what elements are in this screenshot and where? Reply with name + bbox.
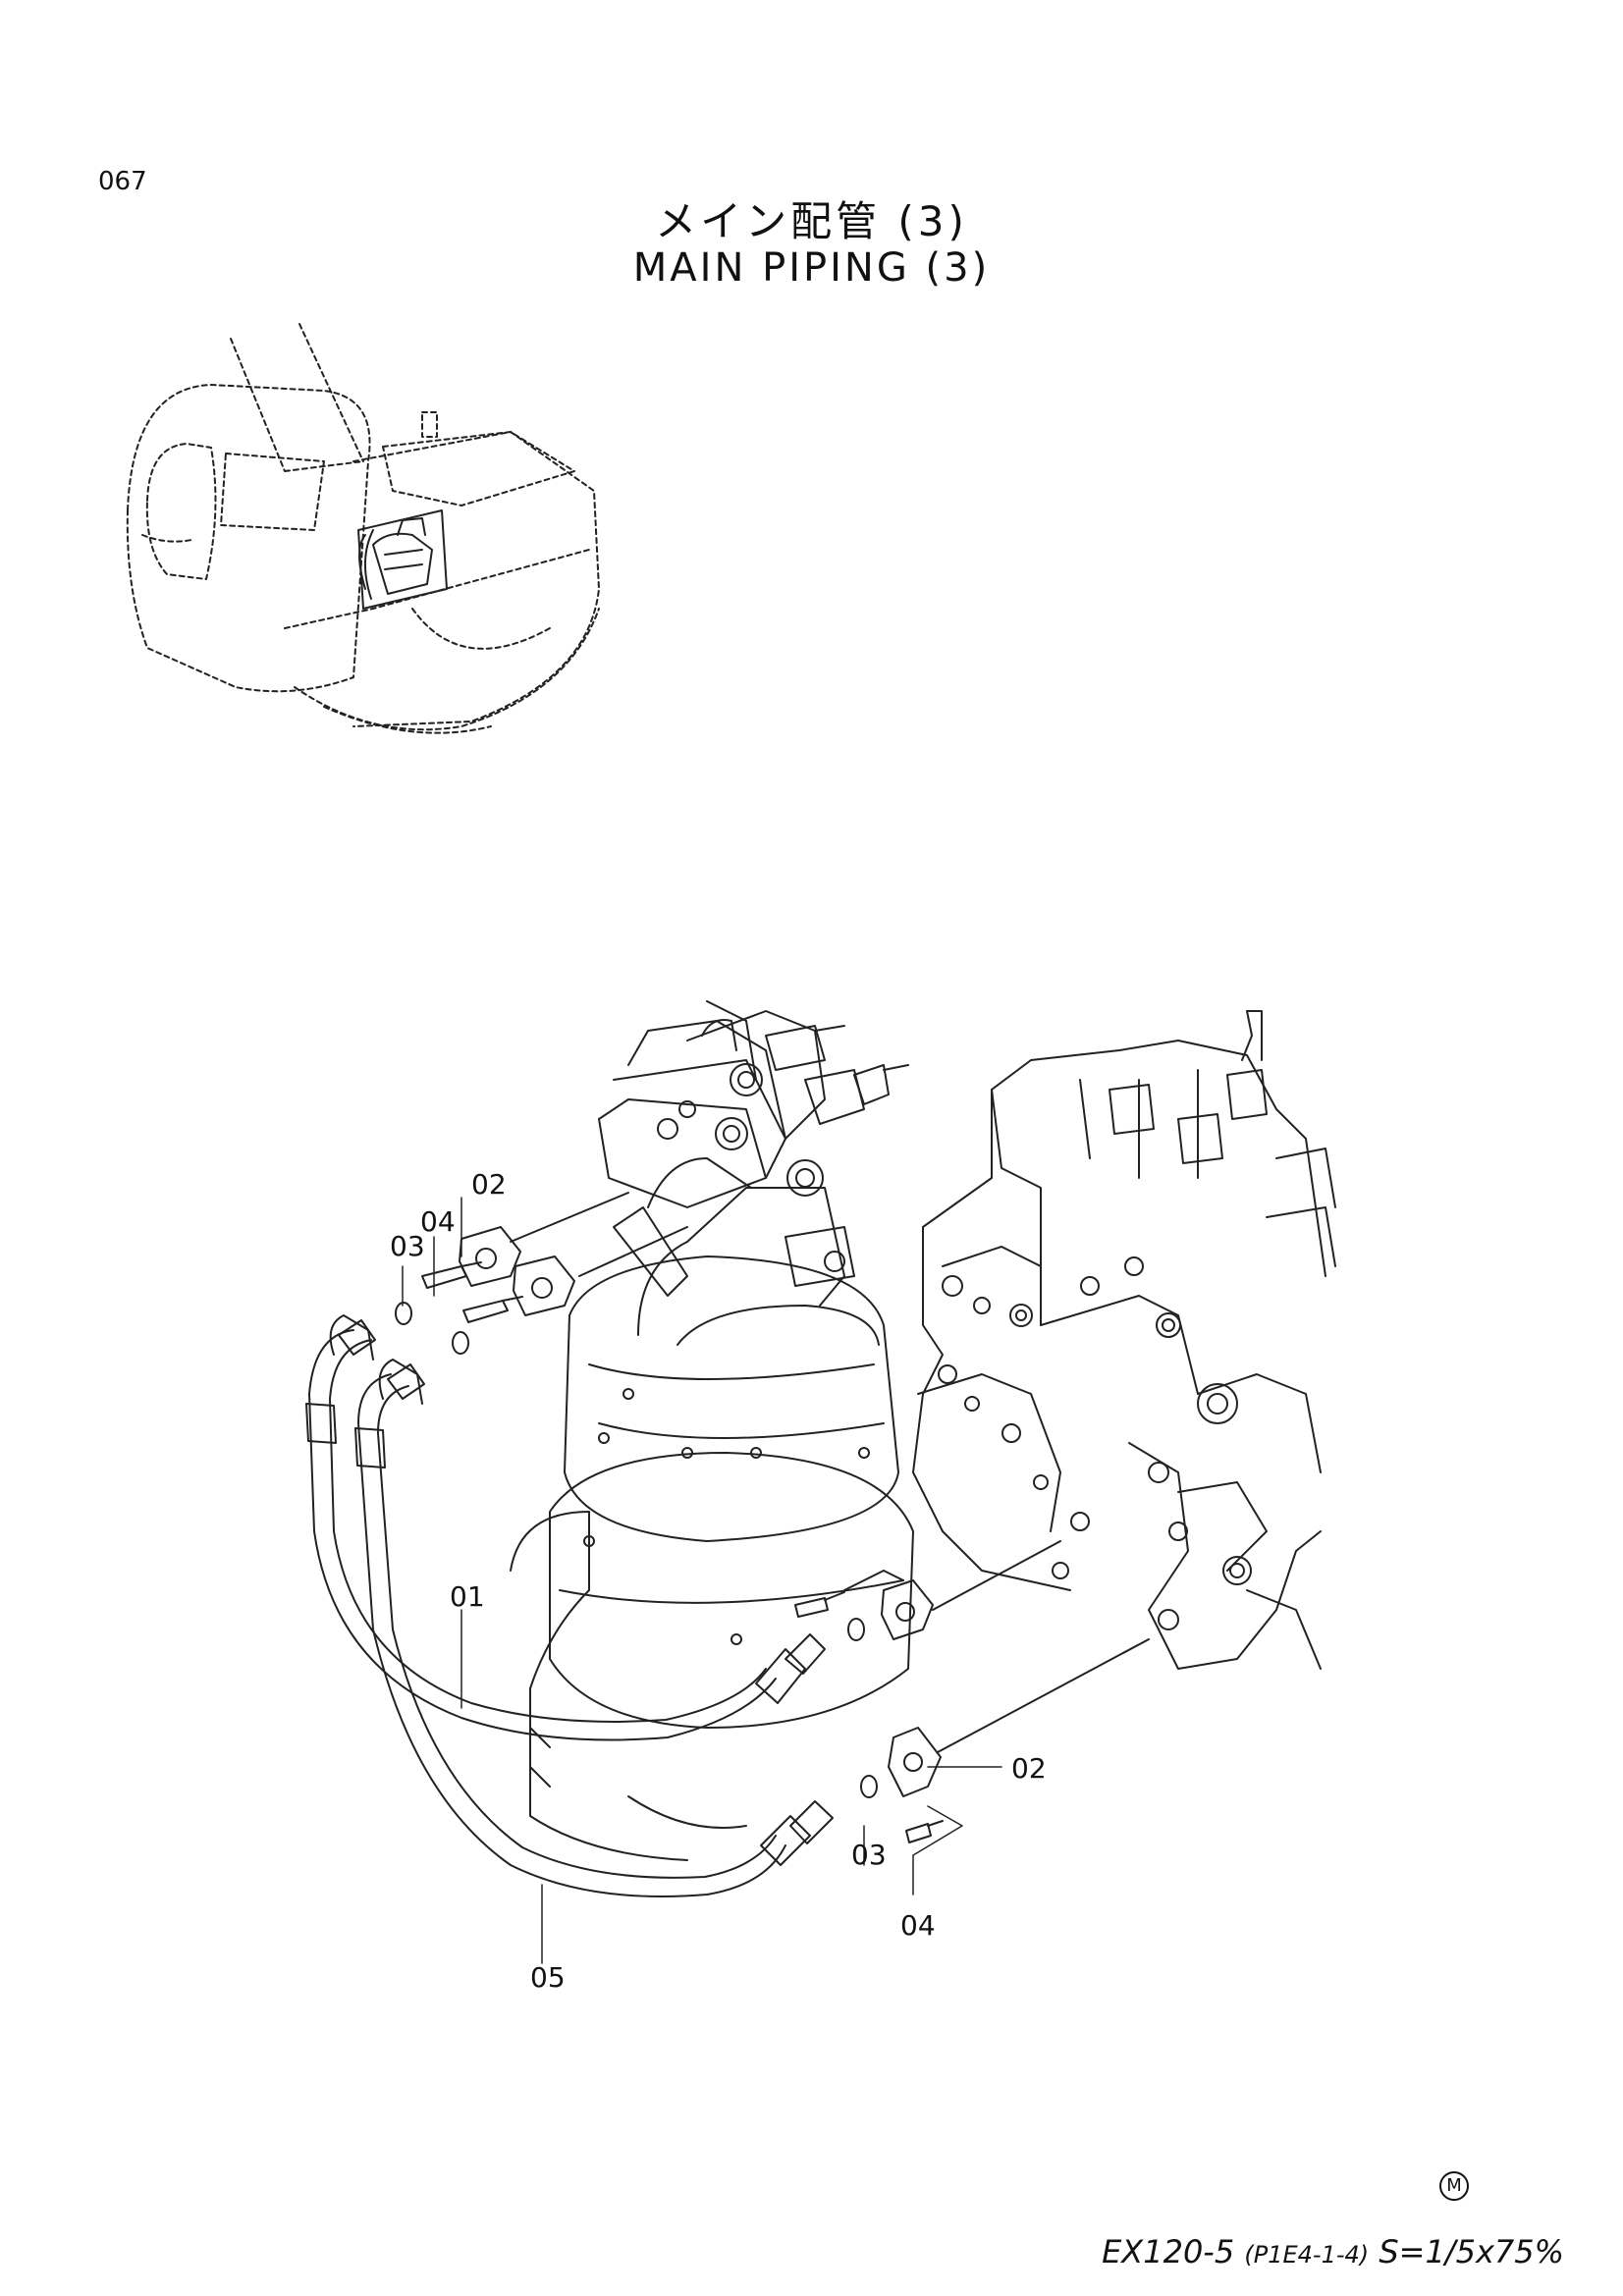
scale-info: S=1/5x75% xyxy=(1379,2233,1564,2270)
page-number: 067 xyxy=(98,167,147,196)
callout-04-bottom: 04 xyxy=(900,1909,936,1942)
leader-lines xyxy=(402,1197,1002,1964)
drawing-code: (P1E4-1-4) xyxy=(1244,2241,1370,2269)
swing-motor-drawing xyxy=(510,1000,914,1861)
page-title-english: MAIN PIPING (3) xyxy=(632,245,991,291)
hose-01 xyxy=(308,1329,777,1741)
control-valve-drawing xyxy=(912,1010,1336,1670)
model-name: EX120-5 xyxy=(1102,2233,1235,2270)
upper-fittings xyxy=(395,1192,688,1355)
callout-04-top: 04 xyxy=(420,1205,456,1238)
page-title-japanese: メイン配管 (3) xyxy=(655,197,968,245)
callout-01: 01 xyxy=(450,1580,485,1613)
middle-fittings xyxy=(794,1540,1061,1641)
hose-05 xyxy=(357,1373,786,1897)
callout-02-right: 02 xyxy=(1011,1752,1047,1785)
callout-03-top: 03 xyxy=(390,1230,425,1262)
callout-03-bottom: 03 xyxy=(851,1839,887,1871)
hose-fittings xyxy=(305,1314,834,1866)
footer-model-info: EX120-5 (P1E4-1-4) S=1/5x75% xyxy=(1102,2233,1564,2270)
lower-fittings xyxy=(860,1638,1150,1843)
callout-02-top: 02 xyxy=(471,1168,507,1201)
callout-05: 05 xyxy=(530,1961,566,1994)
excavator-overview-drawing xyxy=(126,323,600,734)
highlighted-valve-area xyxy=(357,509,448,610)
m-mark-symbol: M xyxy=(1439,2171,1469,2201)
